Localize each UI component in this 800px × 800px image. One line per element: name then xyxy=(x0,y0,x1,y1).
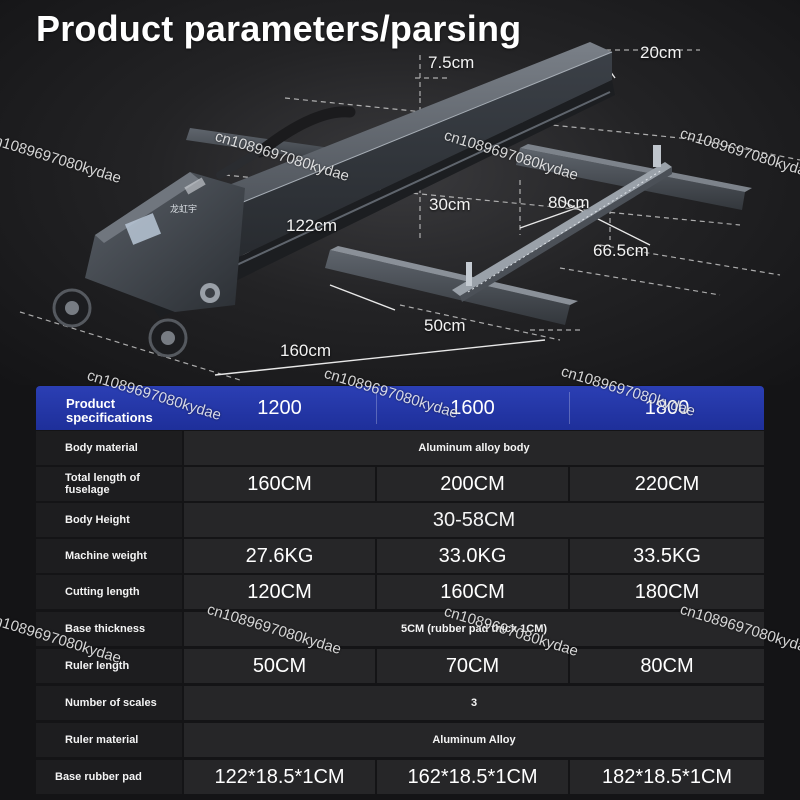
dim-label-66-5: 66.5cm xyxy=(593,241,649,260)
table-row: Total length of fuselage 160CM 200CM 220… xyxy=(36,467,764,501)
row-label: Body material xyxy=(36,431,182,465)
brand-label: 龙虹宇 xyxy=(170,203,197,215)
row-label: Machine weight xyxy=(36,539,182,573)
row-value: 200CM xyxy=(377,467,568,501)
spec-table-header: Product specifications 1200 1600 1800 xyxy=(36,386,764,430)
row-label: Ruler length xyxy=(36,649,182,683)
table-row: Ruler length 50CM 70CM 80CM xyxy=(36,649,764,683)
product-illustration: 龙虹宇 Product parameters/parsing 7.5cm 20c… xyxy=(0,0,800,385)
page-title: Product parameters/parsing xyxy=(36,8,522,49)
table-row: Number of scales 3 xyxy=(36,686,764,720)
row-value: 162*18.5*1CM xyxy=(377,760,568,794)
row-value: Aluminum Alloy xyxy=(184,723,764,757)
model-1600: 1600 xyxy=(450,396,495,419)
table-row: Cutting length 120CM 160CM 180CM xyxy=(36,575,764,609)
table-row: Body material Aluminum alloy body xyxy=(36,431,764,465)
cutting-head: 龙虹宇 xyxy=(85,172,245,312)
row-label: Ruler material xyxy=(36,723,182,757)
row-label: Cutting length xyxy=(36,575,182,609)
row-value: 80CM xyxy=(570,649,764,683)
row-value: 160CM xyxy=(377,575,568,609)
row-value: 220CM xyxy=(570,467,764,501)
row-value: 160CM xyxy=(184,467,375,501)
dim-label-50: 50cm xyxy=(424,316,466,335)
row-value: 30-58CM xyxy=(184,503,764,537)
row-label: Base thickness xyxy=(36,612,182,646)
model-1200: 1200 xyxy=(257,396,302,419)
row-value: 120CM xyxy=(184,575,375,609)
row-label: Total length of fuselage xyxy=(36,467,182,501)
row-value: 182*18.5*1CM xyxy=(570,760,764,794)
row-value: 180CM xyxy=(570,575,764,609)
dim-label-122: 122cm xyxy=(286,216,338,235)
row-value: 33.0KG xyxy=(377,539,568,573)
row-label: Base rubber pad xyxy=(36,760,182,794)
wheels xyxy=(52,288,188,358)
row-value: 50CM xyxy=(184,649,375,683)
dim-label-80: 80cm xyxy=(548,193,590,212)
header-label: Product specifications xyxy=(66,396,153,425)
row-label: Body Height xyxy=(36,503,182,537)
row-value: 33.5KG xyxy=(570,539,764,573)
table-row: Machine weight 27.6KG 33.0KG 33.5KG xyxy=(36,539,764,573)
dim-label-160: 160cm xyxy=(280,341,332,360)
model-1800: 1800 xyxy=(644,396,690,419)
measuring-ruler xyxy=(452,145,672,302)
table-row: Ruler material Aluminum Alloy xyxy=(36,723,764,757)
table-row: Base thickness 5CM (rubber pad thick 1CM… xyxy=(36,612,764,646)
row-value: 70CM xyxy=(377,649,568,683)
tile-cutter-drawing: 龙虹宇 xyxy=(19,42,800,381)
row-value: 122*18.5*1CM xyxy=(184,760,375,794)
row-value: 27.6KG xyxy=(184,539,375,573)
table-row: Body Height 30-58CM xyxy=(36,503,764,537)
row-value: 5CM (rubber pad thick 1CM) xyxy=(184,612,764,646)
row-label: Number of scales xyxy=(36,686,182,720)
row-value: Aluminum alloy body xyxy=(184,431,764,465)
dim-label-20: 20cm xyxy=(640,43,682,62)
row-value: 3 xyxy=(184,686,764,720)
table-row: Base rubber pad 122*18.5*1CM 162*18.5*1C… xyxy=(36,760,764,794)
dim-label-30: 30cm xyxy=(429,195,471,214)
dim-label-7-5: 7.5cm xyxy=(428,53,475,72)
